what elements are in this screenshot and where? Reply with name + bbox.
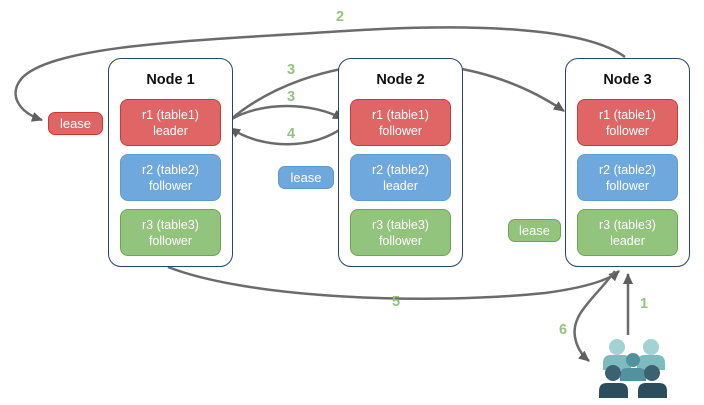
arrow-2-node3-to-red-lease: [14, 26, 626, 122]
node-2-title: Node 2: [376, 72, 425, 88]
node-3-replica-r3: r3 (table3) leader: [577, 209, 678, 256]
arrow-label-3-lower: 3: [286, 89, 296, 105]
node-1-replica-r3: r3 (table3) follower: [120, 209, 221, 256]
node-3-replica-r2: r2 (table2) follower: [577, 154, 678, 201]
replica-name: r3 (table3): [599, 217, 656, 232]
replica-name: r1 (table1): [599, 107, 656, 122]
node-2-replica-r2: r2 (table2) leader: [350, 154, 451, 201]
replica-name: r3 (table3): [142, 217, 199, 232]
replica-role: leader: [153, 123, 188, 138]
lease-badge-red: lease: [48, 112, 103, 135]
replica-name: r3 (table3): [372, 217, 429, 232]
arrow-label-1: 1: [639, 296, 649, 312]
node-1: Node 1 r1 (table1) leader r2 (table2) fo…: [108, 58, 233, 267]
replica-role: follower: [378, 233, 423, 248]
lease-badge-green: lease: [508, 219, 561, 242]
replica-name: r2 (table2): [142, 162, 199, 177]
replica-role: follower: [605, 123, 650, 138]
replica-role: follower: [605, 178, 650, 193]
arrow-label-5: 5: [391, 294, 401, 310]
replica-name: r1 (table1): [372, 107, 429, 122]
replica-name: r2 (table2): [372, 162, 429, 177]
node-3-replica-r1: r1 (table1) follower: [577, 99, 678, 146]
node-3: Node 3 r1 (table1) follower r2 (table2) …: [565, 58, 690, 267]
node-1-title: Node 1: [146, 72, 195, 88]
node-3-title: Node 3: [603, 72, 652, 88]
arrow-6-node3-to-clients: [573, 270, 616, 362]
replica-name: r2 (table2): [599, 162, 656, 177]
arrow-label-2: 2: [335, 9, 345, 25]
node-2: Node 2 r1 (table1) follower r2 (table2) …: [338, 58, 463, 267]
replica-role: follower: [378, 123, 423, 138]
replica-role: follower: [148, 178, 193, 193]
arrow-3-node1-to-node2: [229, 104, 344, 122]
replica-role: leader: [610, 233, 645, 248]
replica-role: leader: [383, 178, 418, 193]
node-1-replica-r2: r2 (table2) follower: [120, 154, 221, 201]
replica-role: follower: [148, 233, 193, 248]
replica-name: r1 (table1): [142, 107, 199, 122]
node-2-replica-r1: r1 (table1) follower: [350, 99, 451, 146]
arrow-label-6: 6: [558, 322, 568, 338]
node-1-replica-r1: r1 (table1) leader: [120, 99, 221, 146]
arrow-label-4: 4: [286, 126, 296, 142]
lease-badge-blue: lease: [278, 166, 334, 189]
arrow-label-3-upper: 3: [286, 62, 296, 78]
node-2-replica-r3: r3 (table3) follower: [350, 209, 451, 256]
users-icon: [599, 339, 667, 398]
